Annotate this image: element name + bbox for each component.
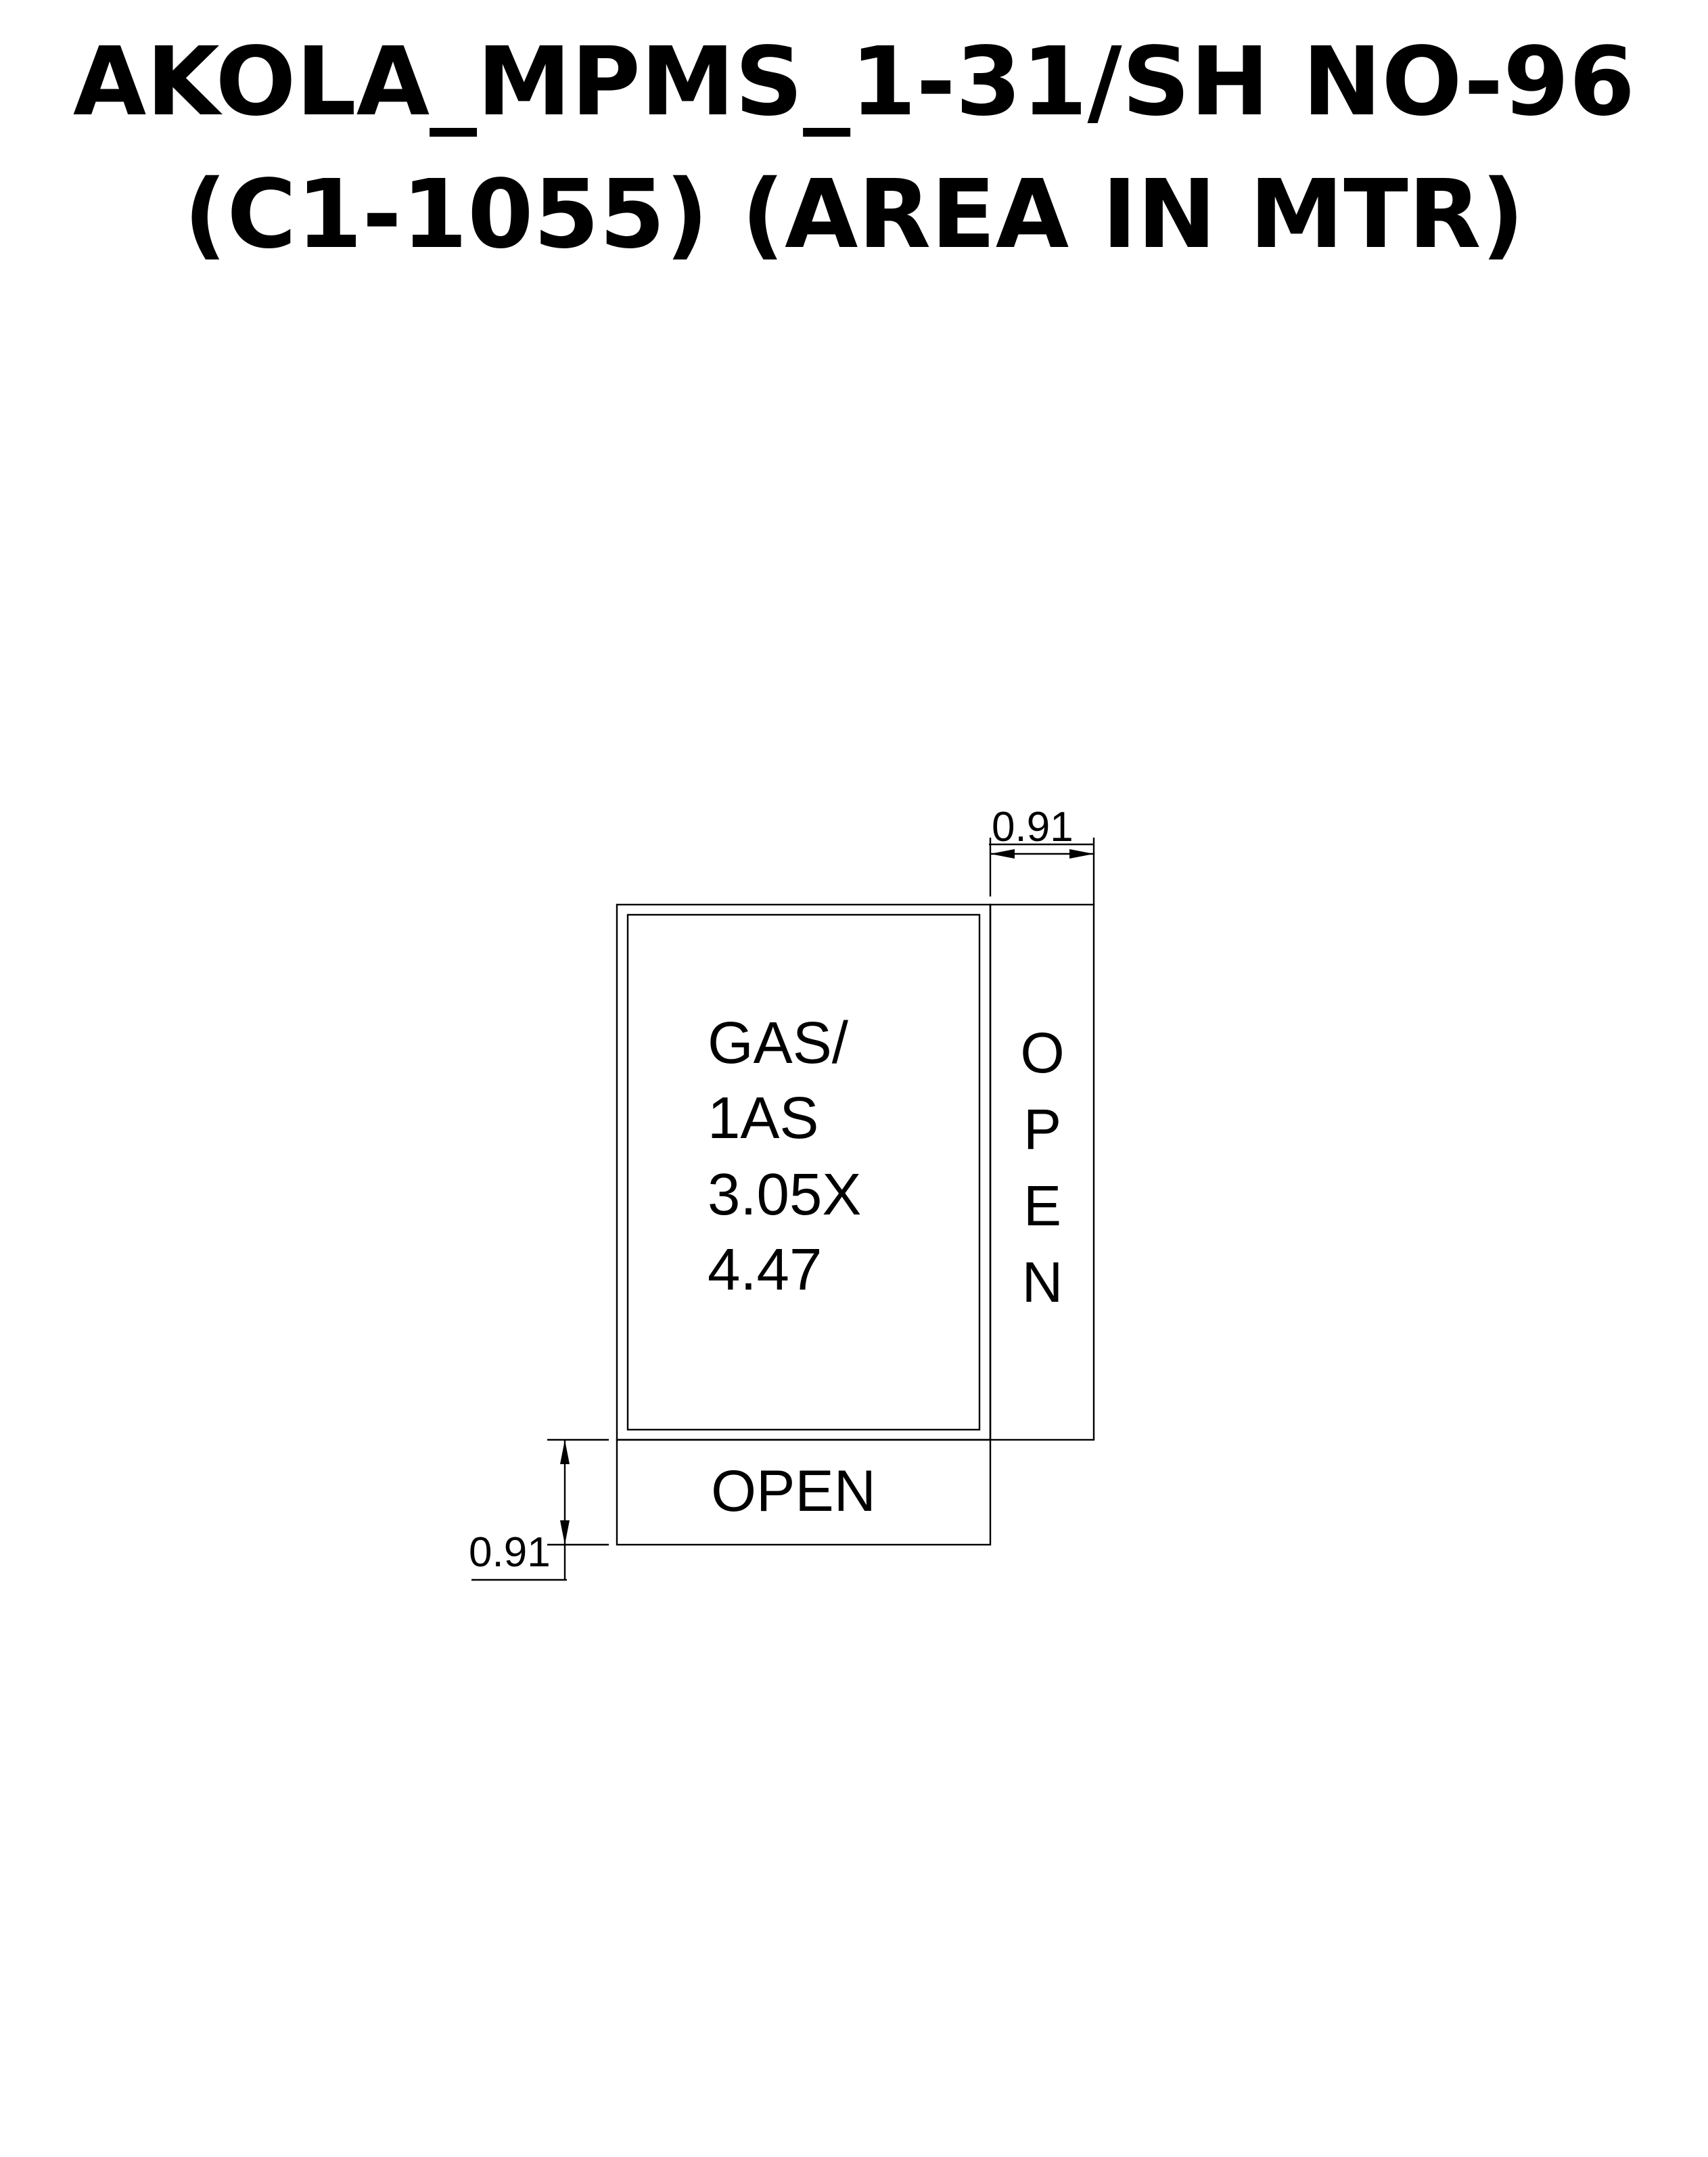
room-inner-wall <box>626 913 981 1431</box>
room-label: GAS/ 1AS 3.05X 4.47 <box>708 1010 861 1302</box>
dimension-top-arrow-right <box>1069 849 1094 859</box>
dimension-top-value: 0.91 <box>992 804 1074 850</box>
dimension-left-arrow-bottom <box>560 1520 570 1545</box>
open-bottom-label: OPEN <box>711 1459 876 1524</box>
dimension-top-arrow-left <box>990 849 1015 859</box>
dimension-left-arrows <box>560 1440 570 1545</box>
open-right-label: O P E N <box>1020 1021 1064 1314</box>
dimension-left-value: 0.91 <box>469 1529 551 1576</box>
title-line-1: AKOLA_MPMS_1-31/SH NO-96 <box>72 27 1636 137</box>
open-right-letter-e: E <box>1023 1174 1061 1238</box>
dimension-left-arrow-top <box>560 1440 570 1464</box>
room-label-line-3: 3.05X <box>708 1162 861 1227</box>
room-label-line-1: GAS/ <box>708 1010 849 1076</box>
room-label-line-2: 1AS <box>708 1085 818 1151</box>
open-right-letter-o: O <box>1020 1021 1064 1085</box>
open-strip-bottom <box>616 1438 992 1546</box>
title-line-2: (C1-1055) (AREA IN MTR) <box>183 160 1525 270</box>
room-label-line-4: 4.47 <box>708 1237 822 1302</box>
open-right-letter-n: N <box>1022 1250 1063 1314</box>
dimension-top-arrows <box>990 849 1094 859</box>
open-right-letter-p: P <box>1023 1097 1061 1161</box>
open-strip-right <box>989 903 1095 1441</box>
